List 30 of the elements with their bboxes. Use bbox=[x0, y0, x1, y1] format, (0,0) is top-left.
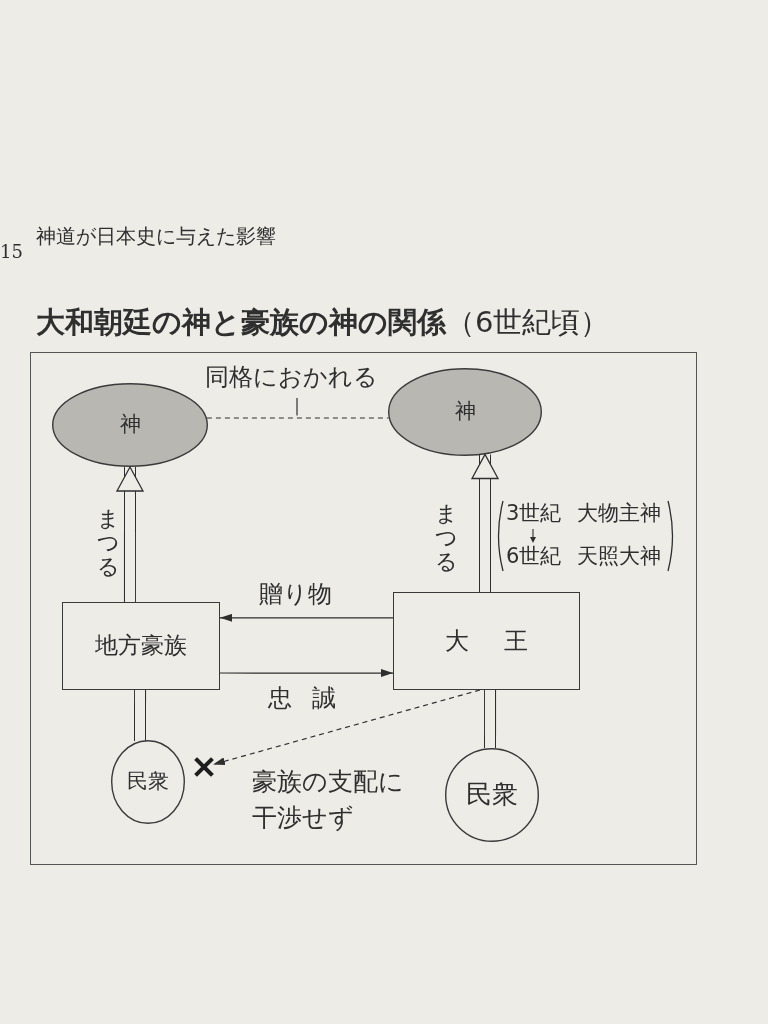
node-label: 民衆 bbox=[466, 779, 518, 811]
double-line bbox=[484, 690, 497, 749]
arrow bbox=[219, 613, 394, 622]
annotation-text: 3世紀 大物主神 bbox=[506, 501, 662, 527]
node-label: 神 bbox=[119, 412, 141, 438]
node-label: 地方豪族 bbox=[95, 632, 187, 660]
circle-node bbox=[111, 740, 185, 824]
edge-label: まつる bbox=[97, 507, 119, 580]
node-label: 民衆 bbox=[127, 769, 169, 795]
node-label: 大 王 bbox=[444, 626, 529, 656]
arrow bbox=[219, 669, 394, 678]
ellipse-node bbox=[388, 368, 542, 456]
dashed-arrow bbox=[212, 689, 481, 766]
page-number: 15 bbox=[0, 241, 23, 263]
double-line-arrow bbox=[116, 466, 144, 602]
circle-node bbox=[445, 748, 539, 842]
diagram-title: 大和朝廷の神と豪族の神の関係（6世紀頃） bbox=[36, 305, 610, 340]
cross-icon bbox=[195, 758, 213, 776]
dashed-line bbox=[206, 417, 390, 419]
edge-label: 贈り物 bbox=[259, 580, 332, 609]
double-line bbox=[134, 690, 147, 741]
label-box bbox=[62, 602, 220, 690]
edge-label: 忠 誠 bbox=[268, 684, 336, 713]
edge-label: まつる bbox=[435, 502, 457, 575]
running-header: 神道が日本史に与えた影響 bbox=[36, 224, 276, 248]
annotation-text: 6世紀 天照大神 bbox=[506, 544, 662, 570]
node-label: 神 bbox=[454, 399, 476, 425]
double-line-arrow bbox=[471, 453, 499, 592]
ellipse-node bbox=[52, 383, 208, 467]
label-box bbox=[393, 592, 580, 690]
